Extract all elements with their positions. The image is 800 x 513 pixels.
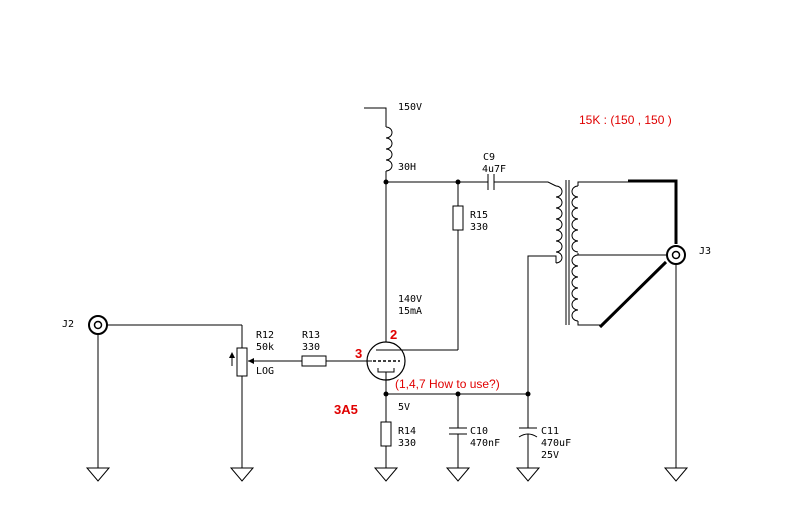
r15-name-label: R15 [470, 210, 488, 221]
ground-icon [663, 467, 689, 482]
r13-value-label: 330 [302, 342, 320, 353]
ground-icon [445, 467, 471, 482]
transformer-ratio-annotation: 15K : (150 , 150 ) [579, 113, 672, 127]
capacitor-c11 [518, 394, 538, 468]
potentiometer-r12 [229, 325, 302, 468]
r13-name-label: R13 [302, 330, 320, 341]
ground-icon [85, 467, 111, 482]
tube-3a5 [366, 341, 406, 394]
ground-icon [229, 467, 255, 482]
r12-name-label: R12 [256, 330, 274, 341]
capacitor-c10 [449, 394, 467, 468]
jack-j2 [88, 315, 242, 468]
r14-name-label: R14 [398, 426, 416, 437]
resistor-r14 [380, 394, 392, 468]
cathode-rail [383, 391, 531, 397]
junction-dot [455, 179, 461, 185]
resistor-r15 [452, 205, 464, 231]
c11-name-label: C11 [541, 426, 559, 437]
r15-value-label: 330 [470, 222, 488, 233]
tube-type-annotation: 3A5 [334, 402, 358, 417]
r12-value-label: 50k [256, 342, 274, 353]
junction-dot [383, 179, 389, 185]
r12-taper-label: LOG [256, 366, 274, 377]
c9-name-label: C9 [483, 152, 495, 163]
j2-label: J2 [62, 319, 74, 330]
cathode-voltage-label: 5V [398, 402, 410, 413]
c11-value-label: 470uF [541, 438, 571, 449]
output-transformer [527, 179, 678, 394]
c9-value-label: 4u7F [482, 164, 506, 175]
choke-label: 30H [398, 162, 416, 173]
plate-wiring [383, 179, 488, 351]
r14-value-label: 330 [398, 438, 416, 449]
supply-line [364, 107, 387, 127]
j3-label: J3 [699, 246, 711, 257]
supply-voltage-label: 150V [398, 102, 422, 113]
c10-name-label: C10 [470, 426, 488, 437]
ground-icon [515, 467, 541, 482]
capacitor-c9 [487, 174, 557, 190]
grid-pin-annotation: 3 [355, 346, 362, 361]
ground-icon [373, 467, 399, 482]
c10-value-label: 470nF [470, 438, 500, 449]
resistor-r13 [301, 355, 368, 367]
plate-current-label: 15mA [398, 306, 422, 317]
c11-voltage-label: 25V [541, 450, 559, 461]
jack-j3 [666, 245, 686, 468]
unused-pins-annotation: (1,4,7 How to use?) [395, 377, 500, 391]
plate-pin-annotation: 2 [390, 327, 397, 342]
choke-l-30h [385, 126, 393, 182]
plate-voltage-label: 140V [398, 294, 422, 305]
